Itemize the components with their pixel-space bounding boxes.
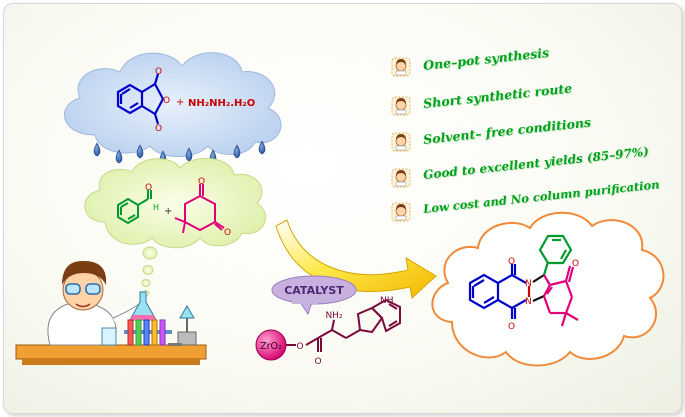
- indole-nh-label: NH: [380, 296, 394, 306]
- drop-icon: [93, 142, 101, 157]
- product-n2: N: [525, 297, 532, 307]
- drop-icon: [258, 140, 266, 155]
- plus-sign-2: +: [164, 206, 172, 217]
- feature-icons: [391, 57, 411, 222]
- anhydride-o-ring: O: [163, 96, 170, 106]
- product-n1: N: [525, 279, 532, 289]
- benzaldehyde: [117, 190, 152, 225]
- aldehyde-o: O: [145, 183, 152, 193]
- scientist-badge-icon: [391, 57, 411, 77]
- green-cloud: [84, 157, 267, 249]
- catalyst-bubble: [271, 275, 357, 316]
- zro2-label: ZrO₂: [260, 341, 282, 352]
- amine-label: NH₂: [325, 311, 343, 321]
- dimedone-o-bottom: O: [224, 228, 231, 238]
- scientist-badge-icon: [391, 168, 411, 188]
- carbonyl-o: O: [314, 357, 321, 367]
- reaction-arrow: [275, 219, 437, 299]
- aldehyde-h: H: [153, 203, 159, 212]
- ester-o: O: [296, 342, 303, 352]
- blue-cloud: [63, 52, 282, 157]
- hydrazine-hydrate: NH₂NH₂.H₂O: [188, 98, 255, 109]
- drop-icon: [136, 144, 144, 159]
- drop-icon: [185, 147, 193, 162]
- scientist-badge-icon: [391, 96, 411, 116]
- product-o-bottom: O: [508, 322, 515, 332]
- catalyst-label: CATALYST: [284, 284, 344, 297]
- scientist-badge-icon: [391, 132, 411, 152]
- anhydride-o-top: O: [155, 67, 162, 77]
- phthalic-anhydride: [116, 73, 164, 125]
- drop-icon: [115, 149, 123, 164]
- dimedone-o-top: O: [198, 177, 205, 187]
- product-o-ketone: O: [572, 259, 579, 269]
- product-molecule: [468, 234, 579, 327]
- drop-icon: [233, 144, 241, 159]
- dimedone: [174, 184, 225, 234]
- tryptophan-linker: [286, 298, 401, 352]
- thought-bubbles: [141, 246, 158, 296]
- product-o-top: O: [508, 257, 515, 267]
- anhydride-o-bottom: O: [155, 124, 162, 134]
- scientist-badge-icon: [391, 202, 411, 222]
- scientist-illustration: [15, 260, 207, 365]
- plus-sign-1: +: [176, 97, 184, 108]
